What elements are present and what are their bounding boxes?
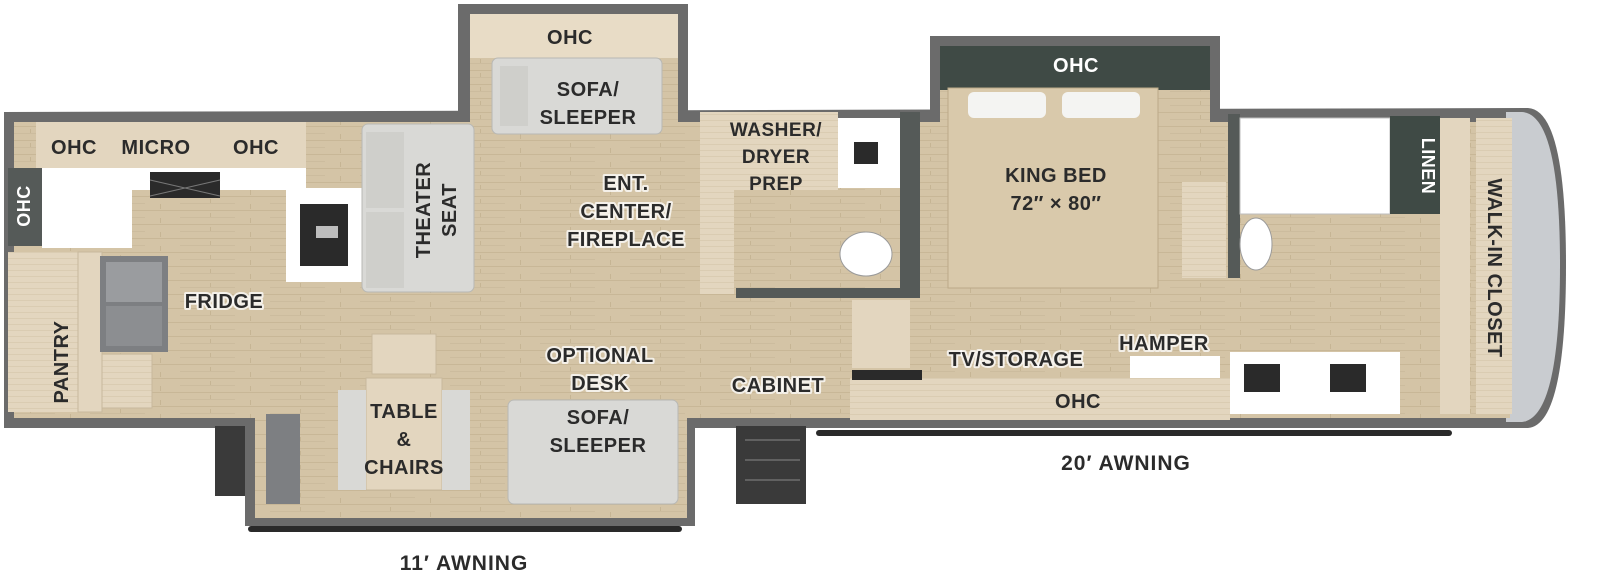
label-linen: LINEN <box>1418 138 1438 195</box>
awning-11-bar <box>248 526 682 532</box>
label-sofa-bottom-2: SLEEPER <box>550 435 647 457</box>
label-theater-seat-2: SEAT <box>439 183 461 237</box>
top-sofa-shape <box>491 57 663 135</box>
label-ent-center-2: CENTER/ <box>580 201 671 223</box>
shower <box>1239 117 1391 215</box>
front-bath <box>1228 114 1512 414</box>
tv-storage-run <box>850 300 1230 420</box>
label-optional-desk-1: OPTIONAL <box>546 345 653 367</box>
linen-cabinet <box>1390 116 1440 214</box>
label-hamper: HAMPER <box>1119 333 1209 355</box>
top-slide <box>470 14 678 135</box>
top-slide-ohc-band <box>470 14 678 58</box>
label-sofa-top-2: SLEEPER <box>540 107 637 129</box>
label-ohc-bedroom: OHC <box>1053 55 1099 77</box>
awning-20-bar <box>816 430 1452 436</box>
walk-in-closet-band <box>1476 118 1512 414</box>
label-ohc-kitchen-left: OHC <box>51 137 97 159</box>
label-cabinet: CABINET <box>732 375 824 397</box>
bottom-ohc-band <box>850 378 1230 420</box>
entry-steps <box>215 426 806 504</box>
label-ohc-kitchen-right: OHC <box>233 137 279 159</box>
label-optional-desk-2: DESK <box>571 373 629 395</box>
awnings <box>248 430 1452 532</box>
bottom-sofa-shape <box>507 399 679 505</box>
kitchen-ohc-band <box>36 122 306 168</box>
bedroom-ohc-band <box>940 46 1210 90</box>
label-washer-3: PREP <box>749 174 803 195</box>
island-and-theater <box>286 123 475 293</box>
table-shape <box>365 377 443 491</box>
wardrobe <box>1182 182 1226 278</box>
label-washer-1: WASHER/ <box>730 120 822 141</box>
king-bed-shape <box>947 87 1159 289</box>
label-micro: MICRO <box>121 137 190 159</box>
label-ohc-side: OHC <box>14 185 34 227</box>
label-ohc-bottom: OHC <box>1055 391 1101 413</box>
room-labels: OHC MICRO OHC OHC PANTRY FRIDGE THEATER … <box>14 27 1505 575</box>
washer-bath <box>700 112 920 298</box>
label-awning-11: 11′ AWNING <box>400 552 529 575</box>
label-ent-center-1: ENT. <box>603 173 648 195</box>
label-walk-in-closet: WALK-IN CLOSET <box>1483 178 1505 357</box>
label-ent-center-3: FIREPLACE <box>567 229 685 251</box>
washer-closet <box>700 112 838 190</box>
kitchen <box>8 122 306 413</box>
label-fridge: FRIDGE <box>185 291 264 313</box>
label-awning-20: 20′ AWNING <box>1061 452 1191 475</box>
kitchen-counter-side <box>42 168 132 248</box>
label-ohc-top-slide: OHC <box>547 27 593 49</box>
bedroom <box>940 46 1226 289</box>
label-tv-storage: TV/STORAGE <box>949 349 1084 371</box>
label-theater-seat-1: THEATER <box>413 162 435 259</box>
label-table-1: TABLE <box>370 401 438 423</box>
label-table-2: & <box>397 429 412 451</box>
label-washer-2: DRYER <box>742 147 810 168</box>
label-table-3: CHAIRS <box>364 457 444 479</box>
label-sofa-top-1: SOFA/ <box>557 79 620 101</box>
front-cap <box>1506 112 1560 422</box>
label-king-bed-1: KING BED <box>1005 165 1107 187</box>
side-ohc-band <box>8 168 42 246</box>
bottom-slide <box>266 333 679 505</box>
toilet <box>839 231 893 277</box>
label-king-bed-2: 72″ × 80″ <box>1011 193 1102 215</box>
pantry-cabinet <box>8 252 78 412</box>
label-pantry: PANTRY <box>51 320 73 403</box>
label-sofa-bottom-1: SOFA/ <box>567 407 630 429</box>
